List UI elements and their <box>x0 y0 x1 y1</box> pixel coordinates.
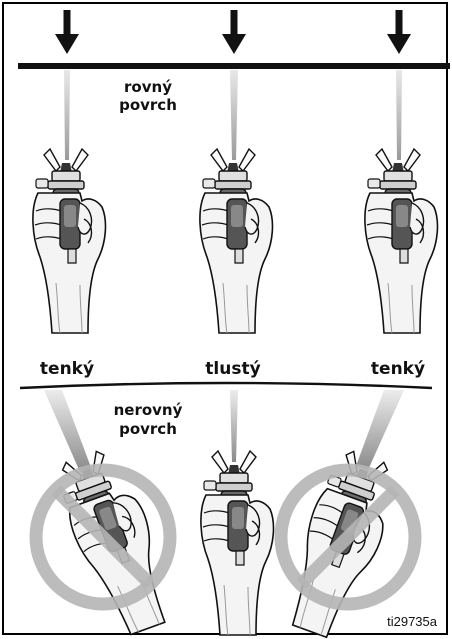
uneven-surface-label-line1: nerovný <box>114 401 183 419</box>
spray-fan <box>64 70 70 160</box>
flat-surface-label-line2: povrch <box>119 96 177 114</box>
down-arrow-icon <box>222 10 246 54</box>
spray-fan <box>230 70 238 160</box>
spray-fan <box>396 70 402 160</box>
flat-surface-line <box>18 63 450 69</box>
thick-label-center: tlustý <box>205 359 260 379</box>
spray-gun-hand-icon <box>33 149 106 333</box>
thin-label-right: tenký <box>371 359 425 379</box>
spray-gun-hand-icon <box>365 149 438 333</box>
down-arrow-icon <box>55 10 79 54</box>
figure-reference-code: ti29735a <box>387 614 438 629</box>
uneven-surface-label-line2: povrch <box>119 420 177 438</box>
flat-surface-label-line1: rovný <box>124 78 172 96</box>
down-arrow-icon <box>387 10 411 54</box>
spray-gun-hand-icon <box>201 451 274 635</box>
spray-gun-hand-icon <box>200 149 273 333</box>
thin-label-left: tenký <box>40 359 94 379</box>
uneven-surface-curve <box>20 383 432 388</box>
spray-fan <box>356 390 404 470</box>
spray-fan <box>44 390 92 472</box>
spray-fan <box>230 390 238 462</box>
